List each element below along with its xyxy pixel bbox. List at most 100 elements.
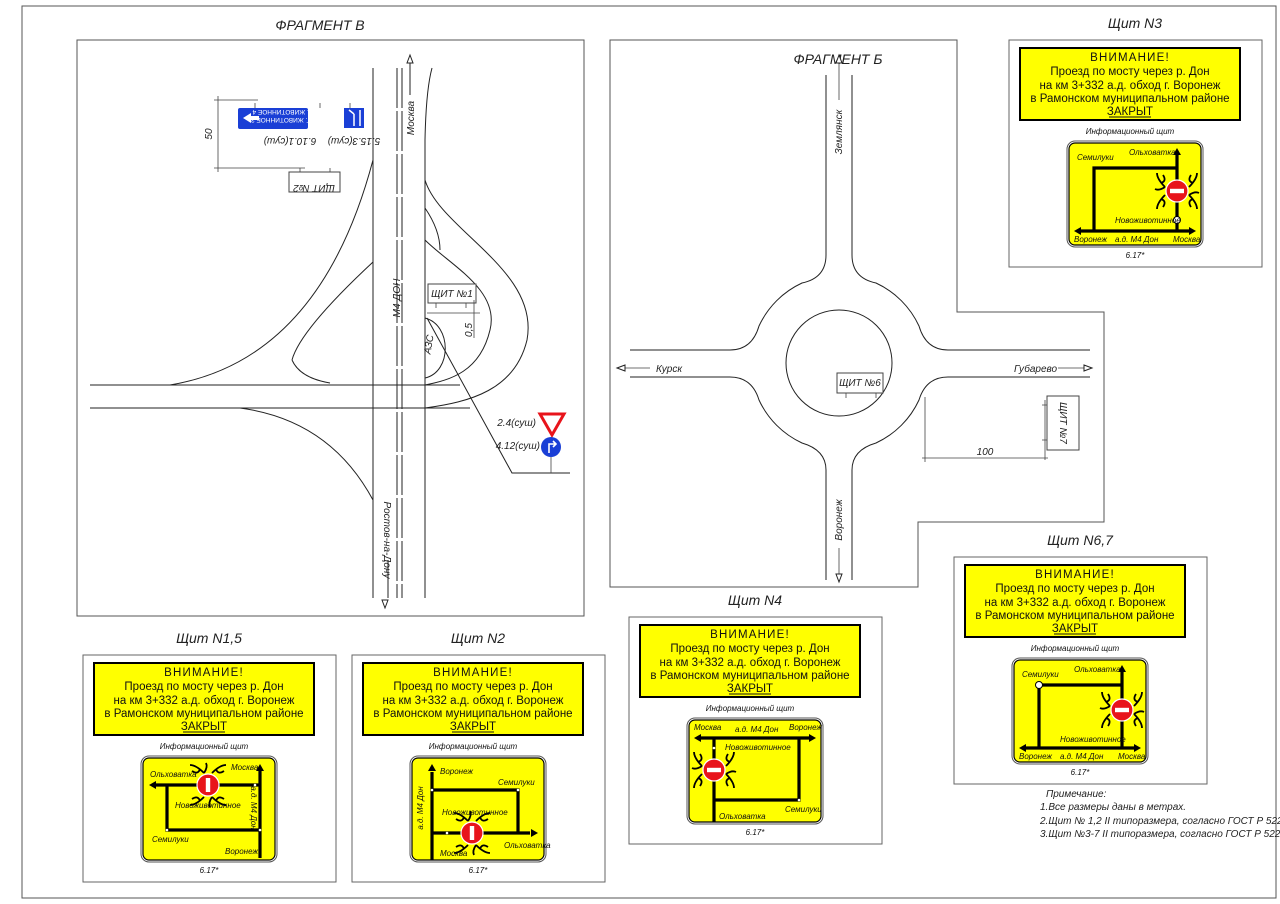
warning-closed: ЗАКРЫТ [450, 721, 496, 733]
town-marker-icon [1035, 681, 1043, 689]
panel-title: Щит N2 [451, 630, 505, 646]
closure-rays-icon [453, 810, 491, 856]
fragment-v-frame [76, 39, 585, 617]
arrow-up-icon [835, 53, 843, 64]
warning-sign: ВНИМАНИЕ! Проезд по мосту через р. Дон на … [362, 662, 584, 736]
warning-closed: ЗАКРЫТ [1107, 106, 1153, 118]
map-label-novozhivotinnoe: Новоживотинное [442, 808, 508, 817]
map-label-novozhivotinnoe: Новоживотинное [725, 743, 791, 752]
shield-2-marker: ЩИТ №2 [288, 168, 341, 193]
arrow-right-icon [809, 734, 816, 742]
panel-title: Щит N6,7 [1047, 532, 1114, 548]
map-label-novozhivotinnoe: Новоживотинное [1060, 735, 1126, 744]
map-label-novozhivotinnoe: Новоживотинное [175, 801, 241, 810]
yield-sign-icon [537, 412, 567, 439]
panel-frame [351, 654, 606, 883]
panel-title: Щит N1,5 [176, 630, 242, 646]
dim-100-label: 100 [977, 447, 994, 458]
sign-code-label: 6.17* [1071, 768, 1091, 777]
arrow-up-icon [256, 764, 264, 771]
panel-caption: Информационный щит [429, 742, 518, 751]
dim-05-label: 0,5 [464, 323, 475, 337]
map-label-moskva: Москва [694, 723, 722, 732]
notes: Примечание: 1.Все размеры даны в метрах.… [1039, 789, 1280, 840]
shield-7-label: ЩИТ №7 [1057, 402, 1068, 444]
sign-2-4-label: 2.4(суш) [496, 418, 536, 429]
arrow-up-icon [428, 764, 436, 771]
map-label-voronezh: Воронеж [1019, 752, 1052, 761]
panel-frame [82, 654, 337, 883]
warning-heading: ВНИМАНИЕ! [433, 667, 513, 679]
warning-heading: ВНИМАНИЕ! [164, 667, 244, 679]
map-label-semiluki: Семилуки [498, 778, 535, 787]
sign-code-label: 6.17* [1126, 251, 1146, 260]
map-label-olkhovatka: Ольховатка [504, 841, 551, 850]
closure-rays-icon [189, 762, 227, 808]
map-label-moskva: Москва [231, 763, 259, 772]
sheet-border [21, 5, 1277, 899]
panel-caption: Информационный щит [160, 742, 249, 751]
warning-line2: на км 3+332 а.д. обход г. Воронеж [985, 597, 1166, 609]
fragment-b: ФРАГМЕНТ Б Землянск Воронеж Курск Губаре… [609, 39, 1105, 588]
arrow-left-icon [615, 364, 626, 372]
panel-frame [1008, 39, 1263, 268]
arrow-down-icon [835, 573, 843, 584]
warning-heading: ВНИМАНИЕ! [1035, 569, 1115, 581]
map-label-olkhovatka: Ольховатка [150, 770, 197, 779]
panel-caption: Информационный щит [1031, 644, 1120, 653]
panel-caption: Информационный щит [706, 704, 795, 713]
arrow-up-icon [1118, 665, 1126, 672]
map-label-voronezh: Воронеж [1074, 235, 1107, 244]
map-label-moskva: Москва [1118, 752, 1146, 761]
fragment-v: ФРАГМЕНТ В Москва М4 ДОН Ростов-на-Дону … [76, 17, 585, 617]
warning-line1: Проезд по мосту через р. Дон [393, 681, 552, 693]
map-label-m4: а.д. М4 Дон [1115, 235, 1159, 244]
sign-6-10-1-label: 6.10.1(суш) [264, 135, 317, 146]
signs-2-4-4-12: 2.4(суш) 4.12(суш) [496, 412, 567, 473]
dimension-50: 50 [204, 96, 305, 172]
arrow-left-icon [243, 113, 259, 123]
warning-line2: на км 3+332 а.д. обход г. Воронеж [114, 695, 295, 707]
dir-label-moskva: Москва [406, 100, 417, 135]
sign-4-12-label: 4.12(суш) [496, 441, 540, 452]
warning-line1: Проезд по мосту через р. Дон [995, 583, 1154, 595]
map-label-moskva: Москва [440, 849, 468, 858]
map-label-m4: а.д. М4 Дон [249, 786, 258, 830]
map-label-novozhivotinnoe: Новоживотинное [1115, 216, 1181, 225]
dir-label-rostov: Ростов-на-Дону [381, 502, 392, 580]
arrow-right-icon [1189, 227, 1196, 235]
fragment-v-title: ФРАГМЕНТ В [275, 17, 364, 33]
warning-line2: на км 3+332 а.д. обход г. Воронеж [383, 695, 564, 707]
warning-sign: ВНИМАНИЕ!Проезд по мосту через р. Донна … [93, 662, 315, 736]
arrow-right-icon [531, 829, 538, 837]
warning-sign: ВНИМАНИЕ! Проезд по мосту через р. Дон на … [964, 564, 1186, 638]
turn-right-sign-icon [541, 437, 561, 457]
panel-title: Щит N3 [1108, 15, 1162, 31]
shield-6-marker: ЩИТ №6 [836, 372, 884, 398]
map-label-moskva: Москва [1173, 235, 1201, 244]
warning-heading: ВНИМАНИЕ! [710, 629, 790, 641]
map-label-semiluki: Семилуки [785, 805, 822, 814]
map-label-voronezh: Воронеж [440, 767, 473, 776]
warning-sign: ВНИМАНИЕ!Проезд по мосту через р. Донна … [639, 624, 861, 698]
arrow-right-icon [1083, 364, 1094, 372]
arrow-left-icon [1074, 227, 1081, 235]
warning-line3: в Рамонском муниципальном районе [373, 708, 572, 720]
map-label-semiluki: Семилуки [1022, 670, 1059, 679]
arrow-left-icon [149, 781, 156, 789]
warning-closed: ЗАКРЫТ [727, 683, 773, 695]
sign-6-10-1: СТ. ЖИВОТИННОЕ 3 Н. ЖИВОТИННОЕ 4 6.10.1(… [238, 103, 351, 146]
shield-6-label: ЩИТ №6 [839, 378, 881, 389]
map-label-olkhovatka: Ольховатка [1129, 148, 1176, 157]
dir-label-kursk: Курск [656, 364, 683, 375]
map-label-voronezh: Воронеж [789, 723, 822, 732]
shield-panel-n2: Щит N2 ВНИМАНИЕ! Проезд по мосту через р. … [351, 630, 606, 883]
shield-2-label: ЩИТ №2 [293, 182, 335, 193]
panel-frame [628, 616, 883, 845]
